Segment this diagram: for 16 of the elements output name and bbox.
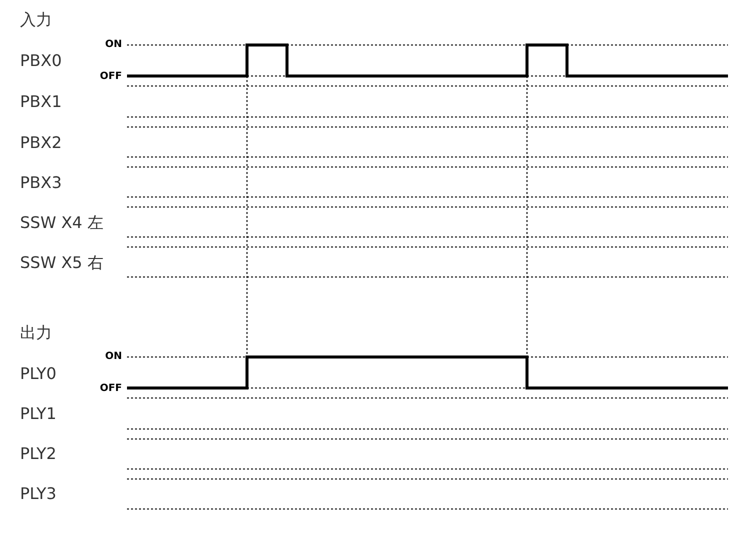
signal-name: PLY2 [20,446,56,462]
signal-name: PBX2 [20,135,62,151]
signal-name: PLY0 [20,366,56,382]
section-heading: 入力 [20,12,52,28]
signal-name: PLY1 [20,406,56,422]
signal-name: PBX0 [20,53,62,69]
signal-name: SSW X5 右 [20,255,104,271]
level-label: ON [105,40,122,50]
signal-name: PLY3 [20,486,56,502]
level-label: OFF [100,72,122,82]
level-label: OFF [100,384,122,394]
signal-name: SSW X4 左 [20,215,104,231]
section-heading: 出力 [20,325,52,341]
level-label: ON [105,352,122,362]
signal-name: PBX1 [20,94,62,110]
signal-name: PBX3 [20,175,62,191]
